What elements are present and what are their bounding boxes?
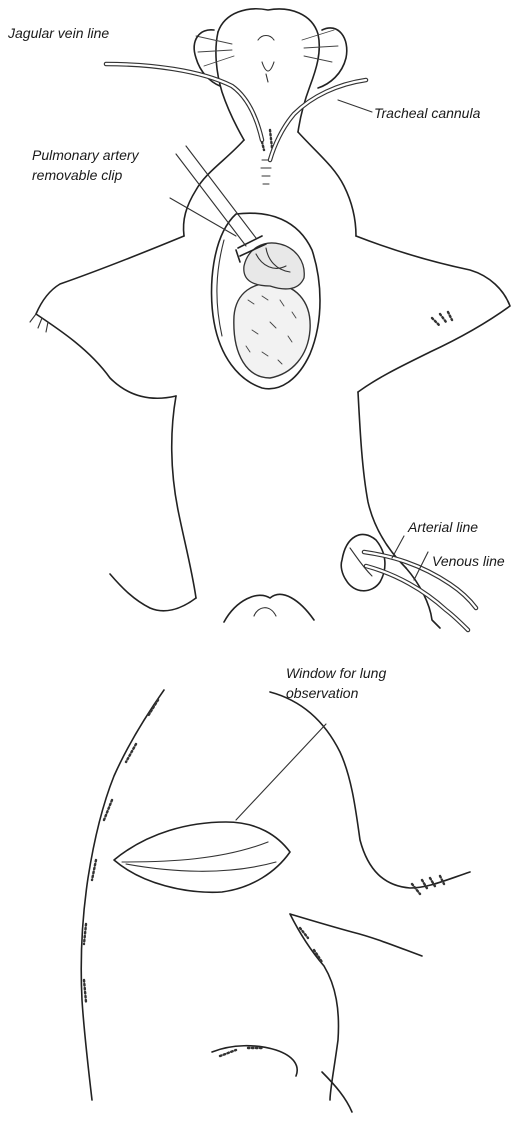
venous-line-tube: [366, 566, 468, 630]
rat-lower-body-right: [358, 392, 406, 568]
lung-window-inner-lines: [122, 842, 276, 871]
body-left-hair: [84, 700, 158, 1002]
lower-right-hair: [300, 928, 322, 962]
window-leader-line: [236, 724, 326, 820]
lung-window-outline: [114, 822, 290, 892]
label-arterial-line: Arterial line: [407, 519, 478, 535]
bottom-tail-curve: [322, 1072, 352, 1112]
femoral-incision: [341, 534, 385, 590]
lower-left-limb: [212, 1046, 297, 1076]
rat-left-forelimb: [36, 236, 184, 398]
label-observation: observation: [286, 685, 359, 701]
lower-left-hair: [220, 1048, 262, 1056]
body-right-contour: [270, 692, 470, 888]
label-jugular-vein-line: Jagular vein line: [7, 25, 109, 41]
bottom-panel-lung-window: Window for lung observation: [81, 665, 470, 1112]
trachea-segment: [261, 160, 271, 184]
rat-right-forepaw-hair: [432, 312, 452, 326]
top-panel-rat-illustration: Jagular vein line Tracheal cannula Pulmo…: [7, 9, 510, 630]
label-pulmonary-artery: Pulmonary artery: [32, 147, 140, 163]
rat-mouth: [262, 62, 274, 82]
venous-line-tube-inner: [366, 566, 468, 630]
pulmonary-leader-line-3: [170, 198, 236, 236]
label-removable-clip: removable clip: [32, 167, 122, 183]
tracheal-leader-line: [338, 100, 372, 112]
rat-anus: [254, 608, 276, 616]
incision-inner-edge: [217, 240, 224, 336]
rat-lower-body-left: [172, 396, 196, 598]
lower-right-limb: [290, 914, 422, 1100]
tracheal-cannula-tube: [270, 80, 366, 160]
tracheal-cannula-tube-inner: [270, 80, 366, 160]
rat-right-forelimb: [356, 236, 510, 392]
rat-right-ear: [318, 28, 347, 88]
femoral-incision-outline: [341, 534, 385, 590]
pulmonary-leader-line-2: [186, 146, 256, 238]
label-window-lung: Window for lung: [286, 665, 386, 681]
chest-incision: [212, 213, 320, 389]
body-left-contour: [81, 690, 164, 1100]
rat-nose: [258, 36, 274, 41]
label-venous-line: Venous line: [432, 553, 505, 569]
pulmonary-leader-line-1: [176, 154, 246, 246]
heart: [234, 284, 310, 378]
rat-left-hindlimb: [110, 574, 196, 611]
label-tracheal-cannula: Tracheal cannula: [374, 105, 481, 121]
rat-body-right-outline: [298, 132, 356, 236]
arterial-leader-line: [392, 536, 404, 558]
